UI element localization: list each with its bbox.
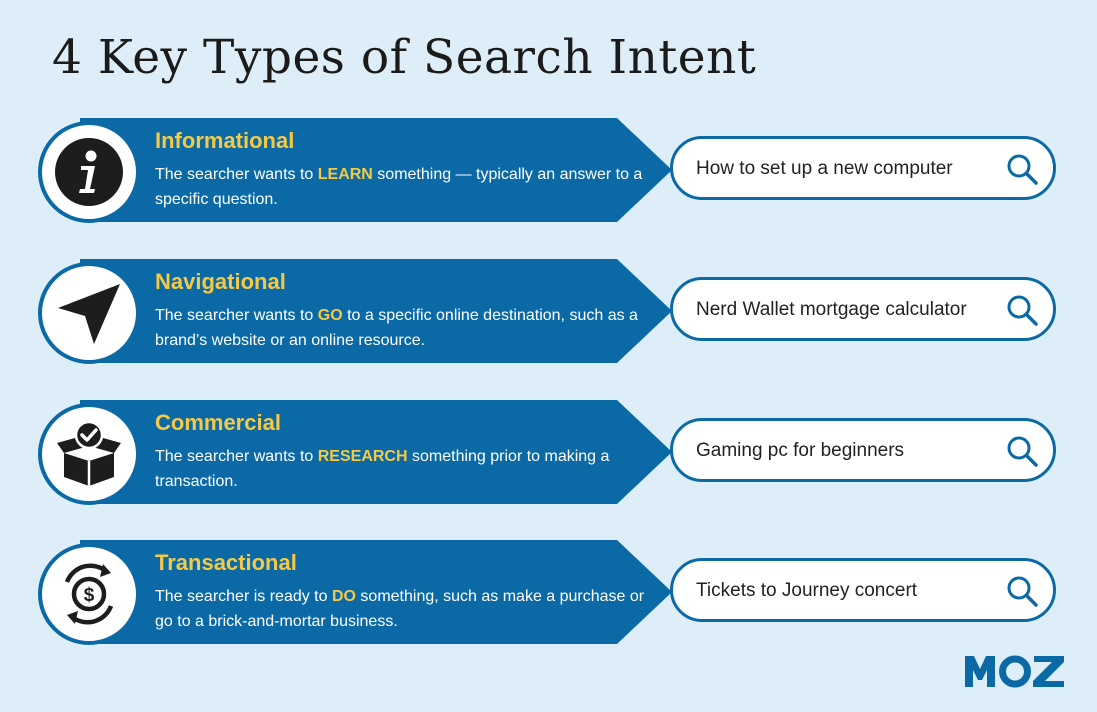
info-icon — [55, 138, 123, 206]
intent-row-transactional: $ Transactional The searcher is ready to… — [0, 540, 1097, 652]
intent-keyword: GO — [317, 307, 343, 324]
intent-row-informational: Informational The searcher wants to LEAR… — [0, 118, 1097, 230]
search-icon — [1007, 576, 1038, 607]
page-title: 4 Key Types of Search Intent — [52, 30, 757, 85]
intent-description: The searcher wants to RESEARCH something… — [155, 448, 610, 490]
example-query: How to set up a new computer — [696, 158, 953, 179]
intent-banner — [80, 540, 672, 644]
intent-keyword: RESEARCH — [317, 448, 408, 465]
example-query: Nerd Wallet mortgage calculator — [696, 299, 967, 320]
example-search-box: Gaming pc for beginners — [670, 418, 1056, 482]
intent-title: Navigational — [155, 269, 286, 294]
intent-row-commercial: Commercial The searcher wants to RESEARC… — [0, 400, 1097, 512]
intent-title: Informational — [155, 128, 295, 153]
navigation-arrow-icon — [58, 284, 120, 344]
icon-circle — [38, 403, 140, 505]
intent-keyword: LEARN — [317, 166, 373, 183]
intent-title: Transactional — [155, 550, 297, 575]
dollar-cycle-icon: $ — [64, 563, 114, 625]
package-check-icon — [57, 420, 121, 486]
icon-circle: $ — [38, 543, 140, 645]
search-icon — [1007, 295, 1038, 326]
icon-circle — [38, 262, 140, 364]
moz-logo — [965, 655, 1064, 688]
intent-banner — [80, 400, 672, 504]
example-search-box: How to set up a new computer — [670, 136, 1056, 200]
intent-description: The searcher wants to LEARN something — … — [155, 166, 643, 208]
svg-text:$: $ — [84, 585, 95, 606]
intent-row-navigational: Navigational The searcher wants to GO to… — [0, 259, 1097, 371]
search-icon — [1007, 154, 1038, 185]
icon-circle — [38, 121, 140, 223]
search-icon — [1007, 436, 1038, 467]
intent-description: The searcher is ready to DO something, s… — [155, 588, 645, 630]
intent-title: Commercial — [155, 410, 281, 435]
example-search-box: Tickets to Journey concert — [670, 558, 1056, 622]
intent-keyword: DO — [331, 588, 356, 605]
example-search-box: Nerd Wallet mortgage calculator — [670, 277, 1056, 341]
intent-description: The searcher wants to GO to a specific o… — [155, 307, 638, 349]
intent-banner — [80, 259, 672, 363]
intent-banner — [80, 118, 672, 222]
example-query: Tickets to Journey concert — [696, 580, 918, 601]
example-query: Gaming pc for beginners — [696, 440, 905, 461]
